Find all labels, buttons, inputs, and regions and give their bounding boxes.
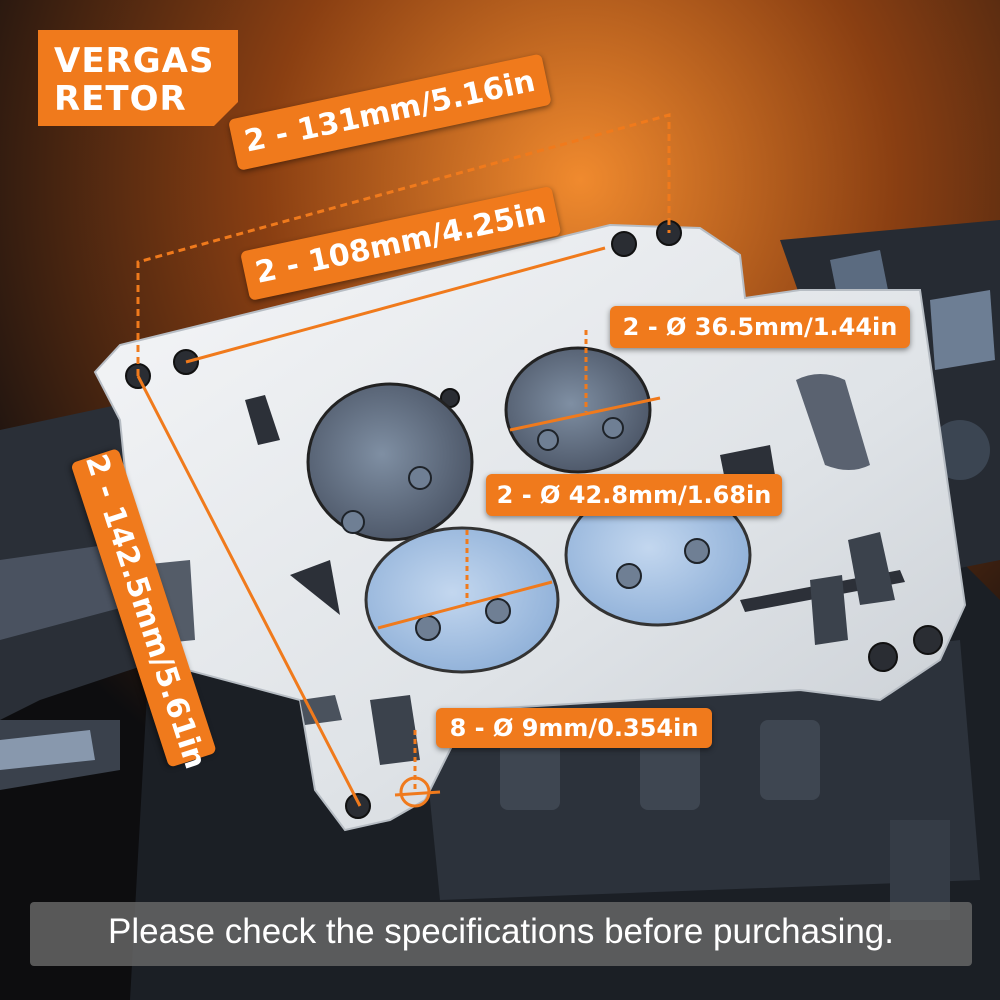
notice-text: Please check the specifications before p… <box>107 912 894 951</box>
dimension-label-text: 8 - Ø 9mm/0.354in <box>436 708 712 748</box>
throttle-bores <box>306 346 752 674</box>
dimension-label-36-5mm: 2 - Ø 36.5mm/1.44in <box>610 306 910 348</box>
dimension-label-text: 2 - Ø 36.5mm/1.44in <box>610 306 910 348</box>
dimension-label-text: 2 - Ø 42.8mm/1.68in <box>486 474 782 516</box>
base-plate <box>93 223 967 832</box>
logo-line-2: RETOR <box>54 79 187 119</box>
notice-banner: Please check the specifications before p… <box>30 902 972 966</box>
dimension-label-42-8mm: 2 - Ø 42.8mm/1.68in <box>486 474 782 516</box>
dimension-label-9mm: 8 - Ø 9mm/0.354in <box>436 708 712 748</box>
logo-line-1: VERGAS <box>54 41 215 81</box>
dimension-lines <box>136 113 671 808</box>
plate-cutouts <box>140 374 905 765</box>
brand-logo: VERGAS RETOR <box>38 30 238 126</box>
